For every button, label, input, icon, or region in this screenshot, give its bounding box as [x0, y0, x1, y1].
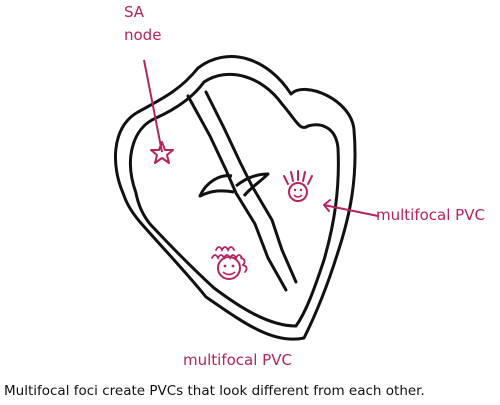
figure-caption: Multifocal foci create PVCs that look di… — [4, 383, 425, 399]
pvc-right-label: multifocal PVC — [376, 206, 485, 224]
smiley-icon — [211, 246, 248, 280]
heart-septum — [186, 94, 288, 292]
pvc-right-pointer-arrow — [323, 199, 379, 217]
sa-node-label-line1: SA — [124, 3, 145, 21]
smiley-icon — [283, 170, 313, 202]
sa-node-pointer-line — [143, 59, 163, 153]
heart-inner-outline — [128, 72, 340, 328]
pvc-bottom-label: multifocal PVC — [183, 351, 292, 369]
heart-outer-outline — [113, 55, 357, 341]
heart-valve-left — [198, 174, 235, 198]
star-icon — [150, 141, 174, 164]
sa-node-label-line2: node — [124, 26, 162, 44]
heart-valve-right — [235, 172, 270, 197]
